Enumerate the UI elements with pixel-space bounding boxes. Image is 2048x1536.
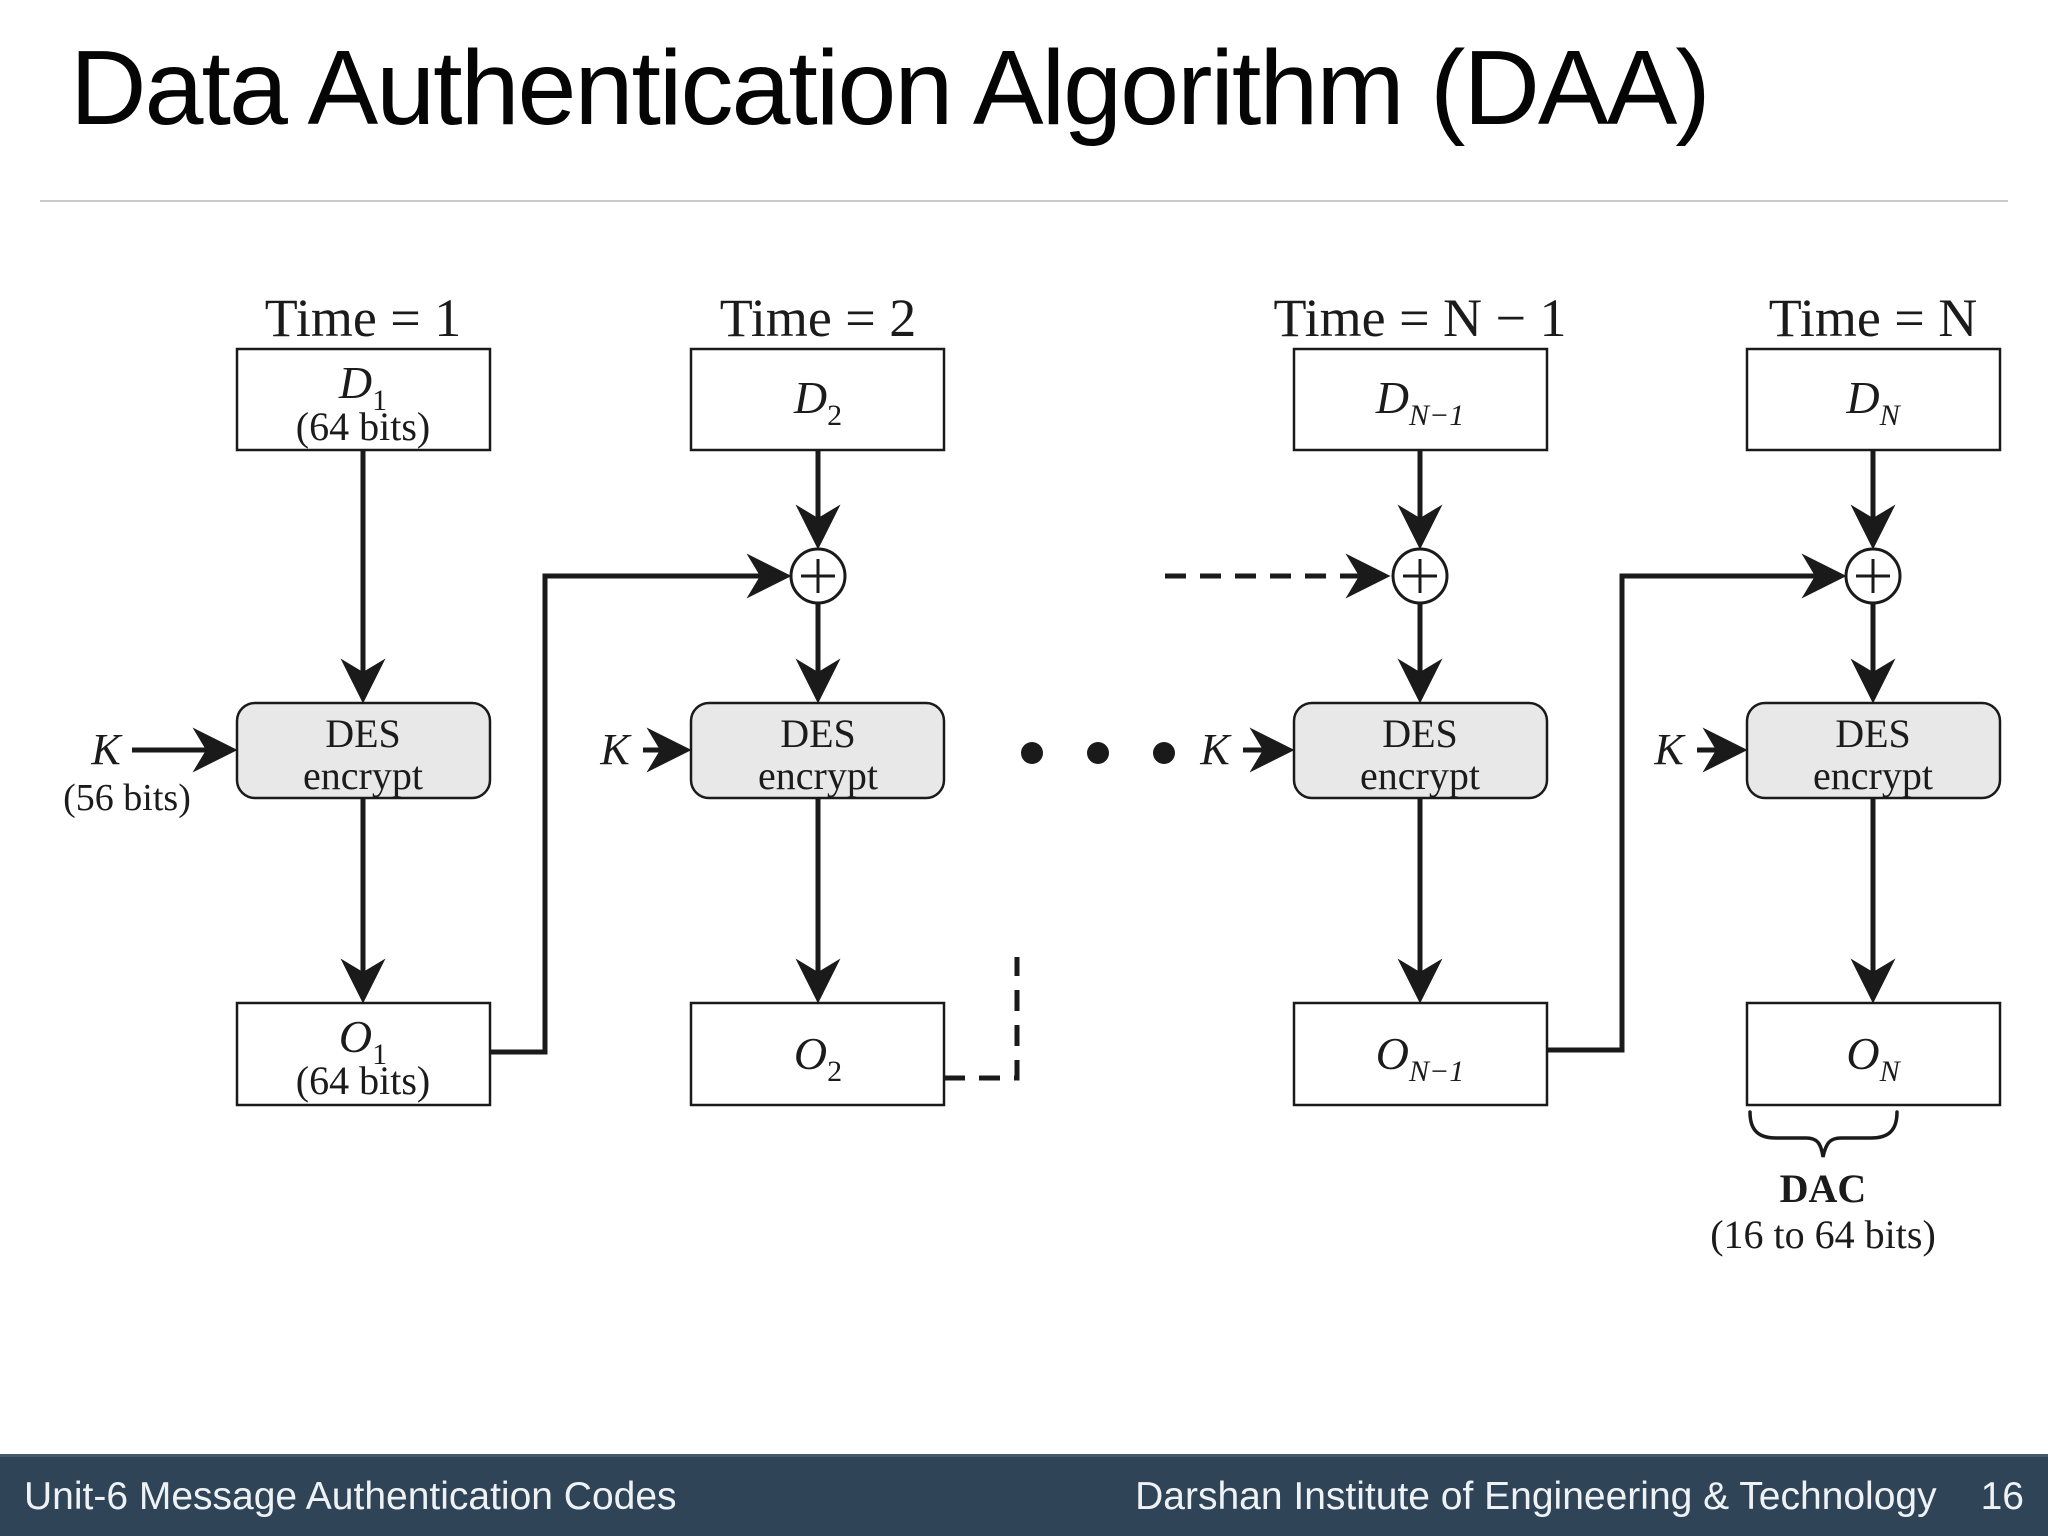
on1-label: ON−1 [1376, 1028, 1465, 1088]
ellipsis-dot [1021, 742, 1043, 764]
xor4 [1844, 547, 1902, 605]
title-divider [40, 200, 2008, 202]
ellipsis-dot [1087, 742, 1109, 764]
k3-label: K [1199, 725, 1232, 774]
k2-label: K [599, 725, 632, 774]
k1-label: K [90, 725, 123, 774]
feedback-o1-to-xor2 [490, 553, 792, 1055]
xor2 [789, 547, 847, 605]
k4-label: K [1653, 725, 1686, 774]
ellipsis-dots [1021, 742, 1175, 764]
page-title: Data Authentication Algorithm (DAA) [70, 29, 1711, 147]
time-label-1: Time = 1 [265, 288, 462, 348]
des2-line1: DES [780, 711, 856, 756]
feedback-o3-to-xor4 [1547, 553, 1847, 1053]
on1-box [1292, 1001, 1549, 1107]
d1-label: D1 [338, 357, 387, 417]
des3-line1: DES [1382, 711, 1458, 756]
time-label-3: Time = N − 1 [1274, 288, 1567, 348]
o2-box [689, 1001, 946, 1107]
on-label: ON [1846, 1028, 1901, 1088]
ellipsis-dot [1153, 742, 1175, 764]
o1-label: O1 [339, 1011, 387, 1071]
des1-line2: encrypt [303, 753, 423, 798]
d2-box [689, 347, 946, 452]
d1-box [235, 347, 492, 452]
footer-page-number: 16 [1980, 1474, 2024, 1518]
des2-line2: encrypt [758, 753, 878, 798]
on-box [1745, 1001, 2002, 1107]
d2-label: D2 [793, 372, 842, 432]
o2-label: O2 [794, 1028, 842, 1088]
xor3 [1391, 547, 1449, 605]
des4-line1: DES [1835, 711, 1911, 756]
des3-line2: encrypt [1360, 753, 1480, 798]
dashed-feedback-o2 [944, 957, 1020, 1081]
dn1-label: DN−1 [1375, 372, 1465, 432]
des4-line2: encrypt [1813, 753, 1933, 798]
o1-note: (64 bits) [296, 1058, 430, 1103]
dac-note: (16 to 64 bits) [1710, 1212, 1936, 1257]
dn1-box [1292, 347, 1549, 452]
dn-box [1745, 347, 2002, 452]
footer-unit-text: Unit-6 Message Authentication Codes [24, 1474, 677, 1518]
des1-line1: DES [325, 711, 401, 756]
dac-label: DAC [1780, 1166, 1867, 1211]
dn-label: DN [1845, 372, 1901, 432]
time-label-4: Time = N [1769, 288, 1978, 348]
time-label-2: Time = 2 [720, 288, 917, 348]
dac-brace [1748, 1110, 1899, 1158]
footer-institute-text: Darshan Institute of Engineering & Techn… [1135, 1474, 1937, 1518]
d1-note: (64 bits) [296, 404, 430, 449]
footer-bar: Unit-6 Message Authentication Codes Dars… [0, 1454, 2048, 1536]
k1-note: (56 bits) [63, 777, 191, 819]
